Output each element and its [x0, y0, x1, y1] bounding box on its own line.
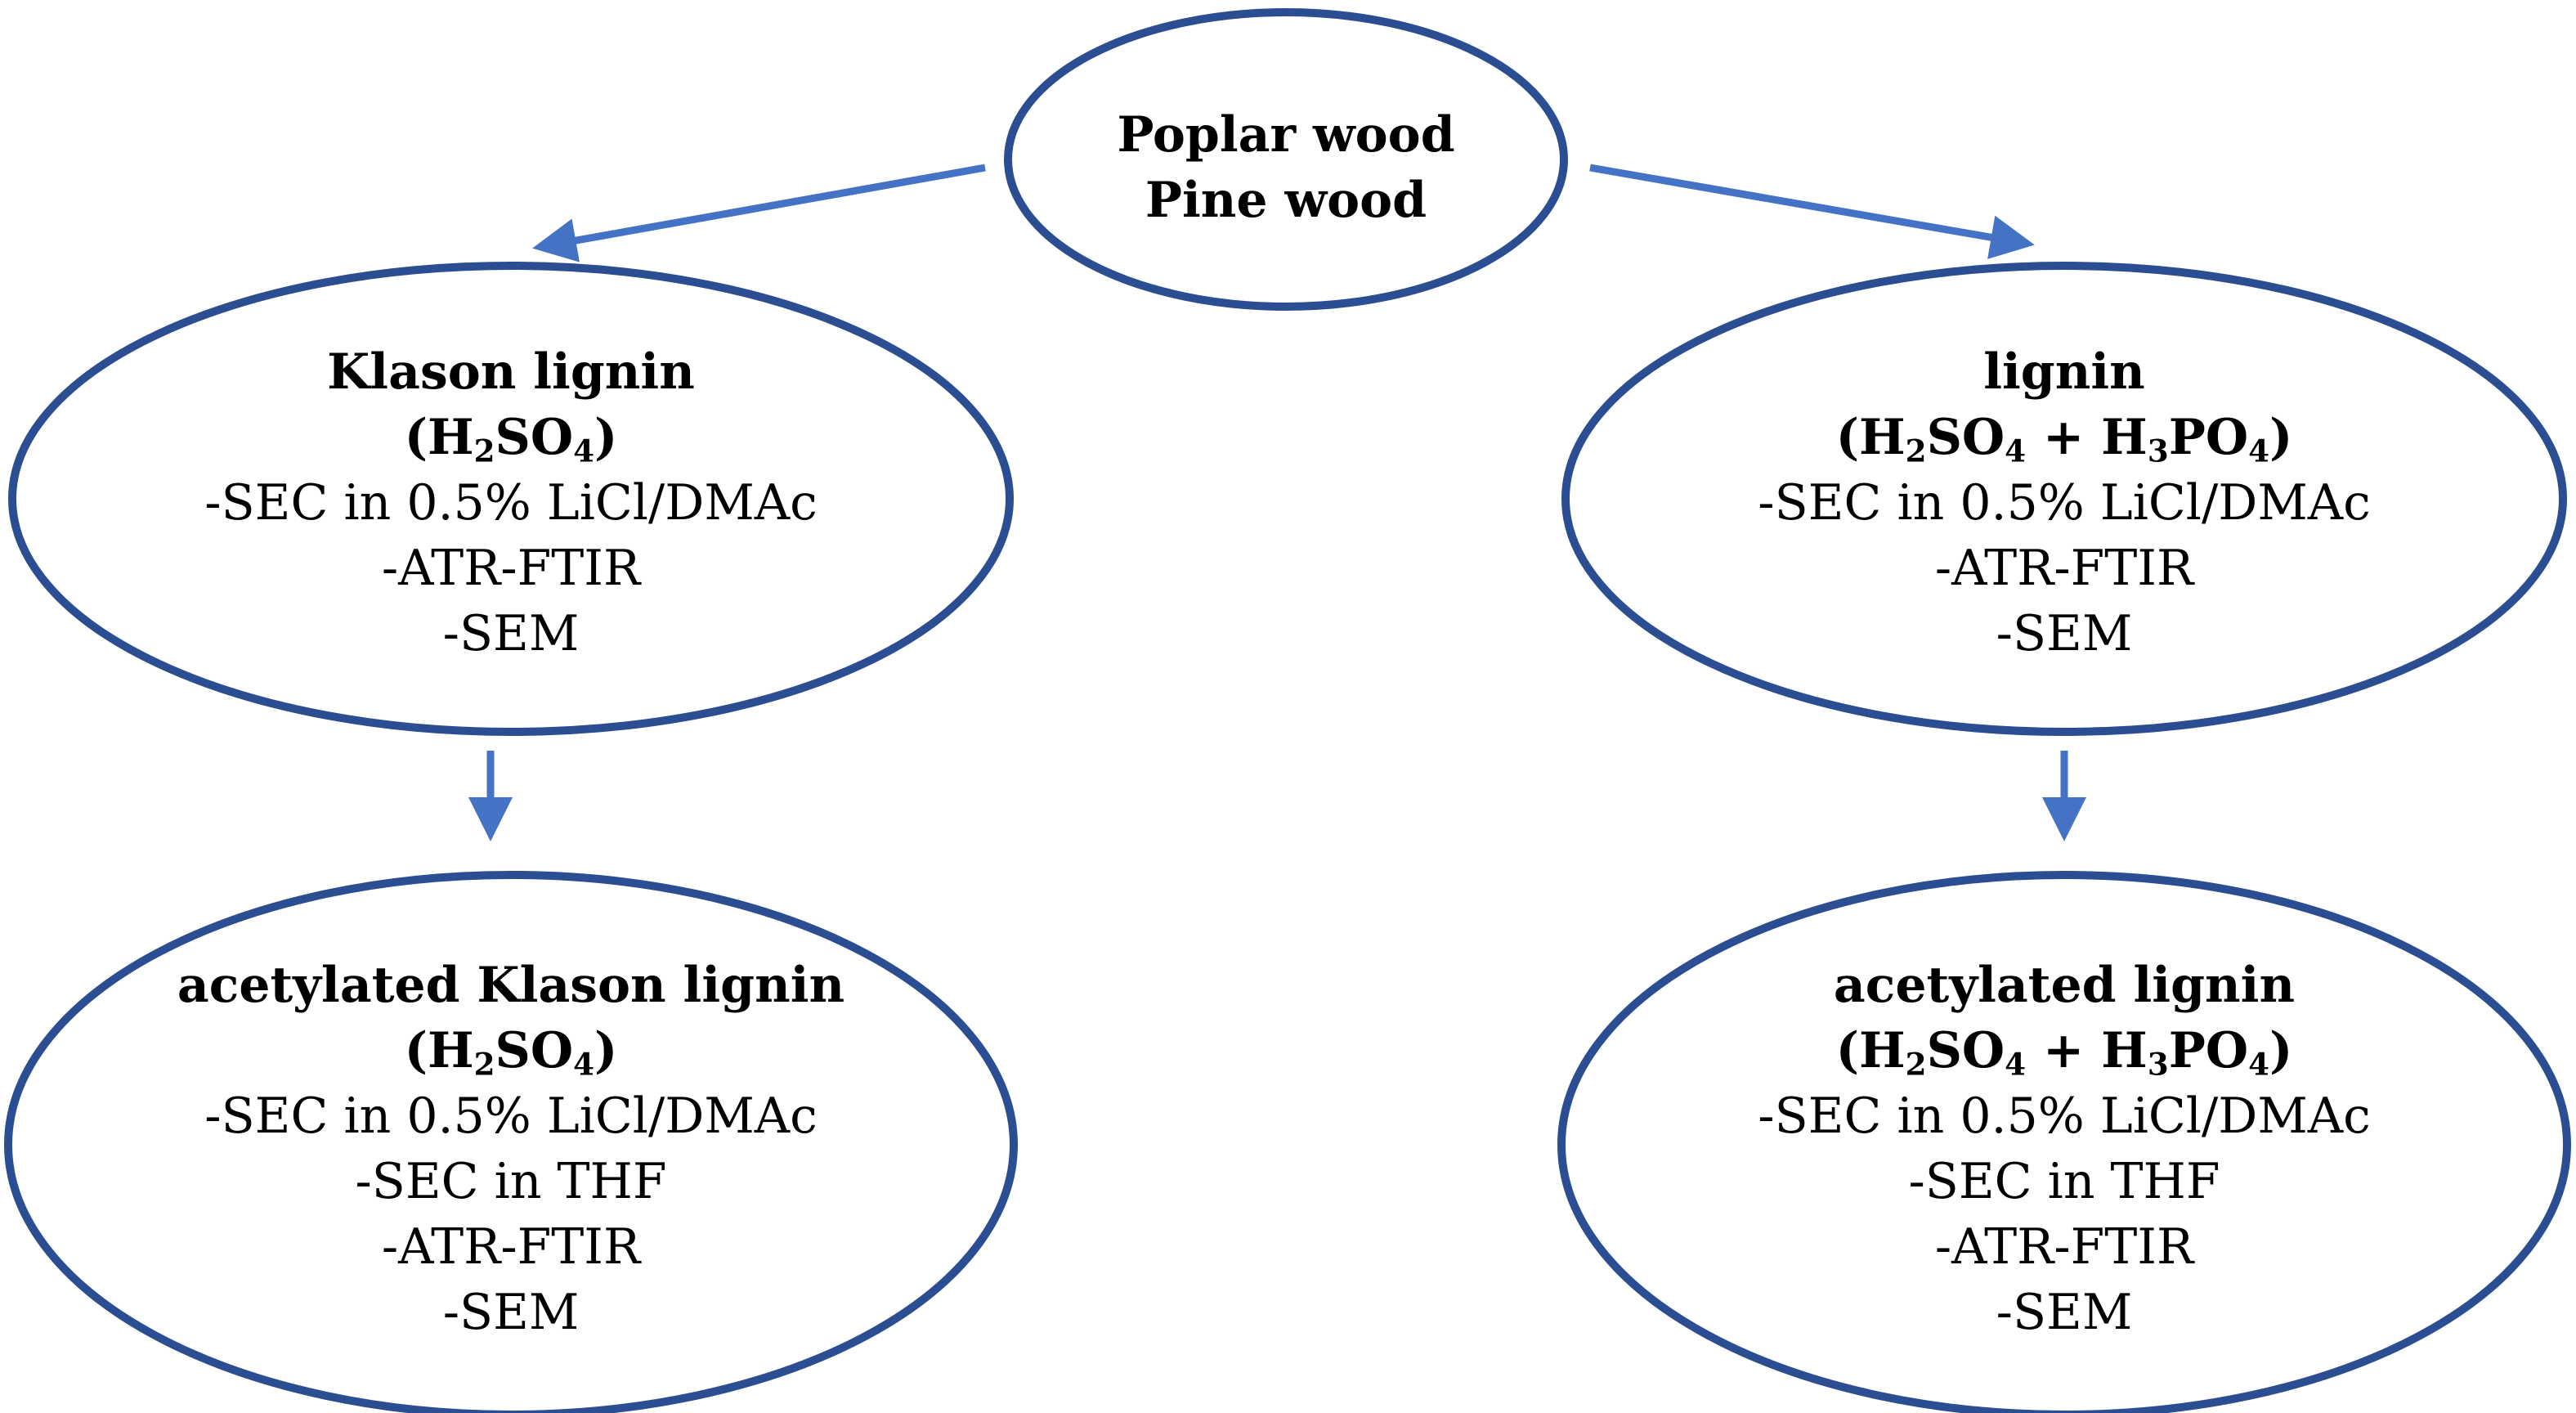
node-acetylated-lignin-item: -ATR-FTIR [1934, 1218, 2194, 1276]
node-acetylated-lignin-item: -SEC in 0.5% LiCl/DMAc [1758, 1088, 2371, 1145]
node-klason-item: -SEM [442, 605, 580, 662]
node-lignin-ellipse [1561, 262, 2567, 736]
node-acetylated-klason-item: -SEC in 0.5% LiCl/DMAc [204, 1088, 818, 1145]
node-acetylated-klason-item: -SEM [442, 1284, 580, 1341]
node-root-line1: Poplar wood [1117, 106, 1455, 164]
node-acetylated-lignin-title: acetylated lignin [1833, 957, 2296, 1014]
node-acetylated-klason-text: acetylated Klason lignin (H2SO4) -SEC in… [177, 953, 844, 1345]
node-root-ellipse [1004, 8, 1568, 311]
node-lignin-item: -ATR-FTIR [1934, 540, 2194, 597]
node-acetylated-lignin-formula: (H2SO4 + H3PO4) [1835, 1022, 2293, 1083]
node-acetylated-klason-item: -SEC in THF [355, 1153, 667, 1210]
node-acetylated-klason-title: acetylated Klason lignin [177, 957, 845, 1014]
node-klason-title: Klason lignin [327, 343, 695, 401]
node-acetylated-lignin-item: -SEM [1996, 1284, 2133, 1341]
node-lignin-formula: (H2SO4 + H3PO4) [1835, 409, 2293, 469]
node-lignin-title: lignin [1983, 343, 2145, 401]
node-klason-item: -ATR-FTIR [381, 540, 641, 597]
node-lignin-item: -SEC in 0.5% LiCl/DMAc [1758, 474, 2371, 532]
arrow-root-to-lignin [1589, 164, 2035, 259]
node-acetylated-lignin-item: -SEC in THF [1908, 1153, 2220, 1210]
node-acetylated-lignin-ellipse [1557, 871, 2571, 1413]
node-lignin-text: lignin (H2SO4 + H3PO4) -SEC in 0.5% LiCl… [1758, 339, 2370, 666]
node-root-text: Poplar wood Pine wood [1117, 102, 1454, 233]
node-acetylated-klason-item: -ATR-FTIR [381, 1218, 641, 1276]
node-klason-ellipse [8, 262, 1014, 736]
node-klason-formula: (H2SO4) [404, 409, 618, 469]
node-root-line2: Pine wood [1145, 172, 1427, 229]
node-acetylated-klason-ellipse [4, 871, 1018, 1413]
node-klason-text: Klason lignin (H2SO4) -SEC in 0.5% LiCl/… [204, 339, 817, 666]
node-lignin-item: -SEM [1996, 605, 2133, 662]
node-acetylated-lignin-text: acetylated lignin (H2SO4 + H3PO4) -SEC i… [1758, 953, 2370, 1345]
node-acetylated-klason-formula: (H2SO4) [404, 1022, 618, 1083]
arrow-root-to-klason [532, 164, 986, 262]
node-klason-item: -SEC in 0.5% LiCl/DMAc [204, 474, 818, 532]
